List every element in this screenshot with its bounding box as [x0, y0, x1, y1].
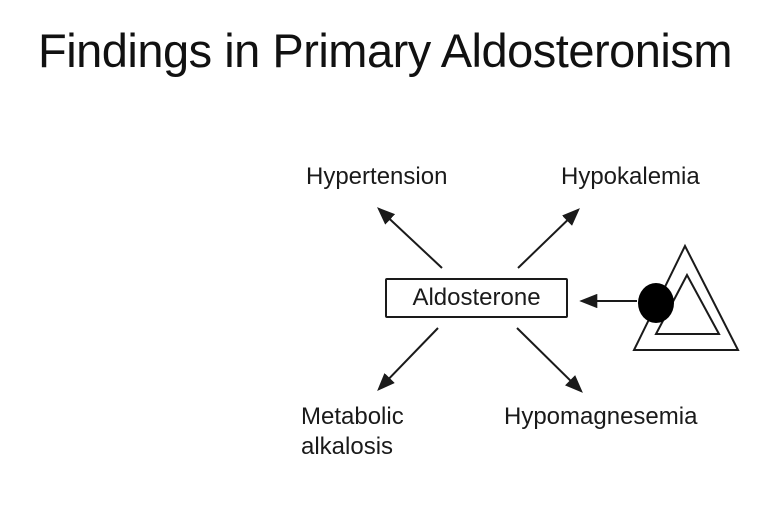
arrow-to-hypomagnesemia	[516, 327, 583, 393]
label-hypomagnesemia: Hypomagnesemia	[504, 403, 698, 430]
adenoma-circle-icon	[638, 283, 674, 323]
slide-title: Findings in Primary Aldosteronism	[38, 24, 733, 77]
label-hypertension: Hypertension	[306, 163, 448, 190]
arrow-to-hypokalemia	[517, 208, 580, 269]
label-metabolic-alkalosis: Metabolic alkalosis	[301, 403, 404, 460]
aldosterone-node: Aldosterone	[385, 278, 568, 318]
arrow-to-hypertension	[377, 207, 443, 269]
label-hypokalemia: Hypokalemia	[561, 163, 700, 190]
adrenal-gland-with-adenoma-icon	[632, 243, 740, 351]
arrow-to-metabolic-alkalosis	[377, 327, 439, 391]
